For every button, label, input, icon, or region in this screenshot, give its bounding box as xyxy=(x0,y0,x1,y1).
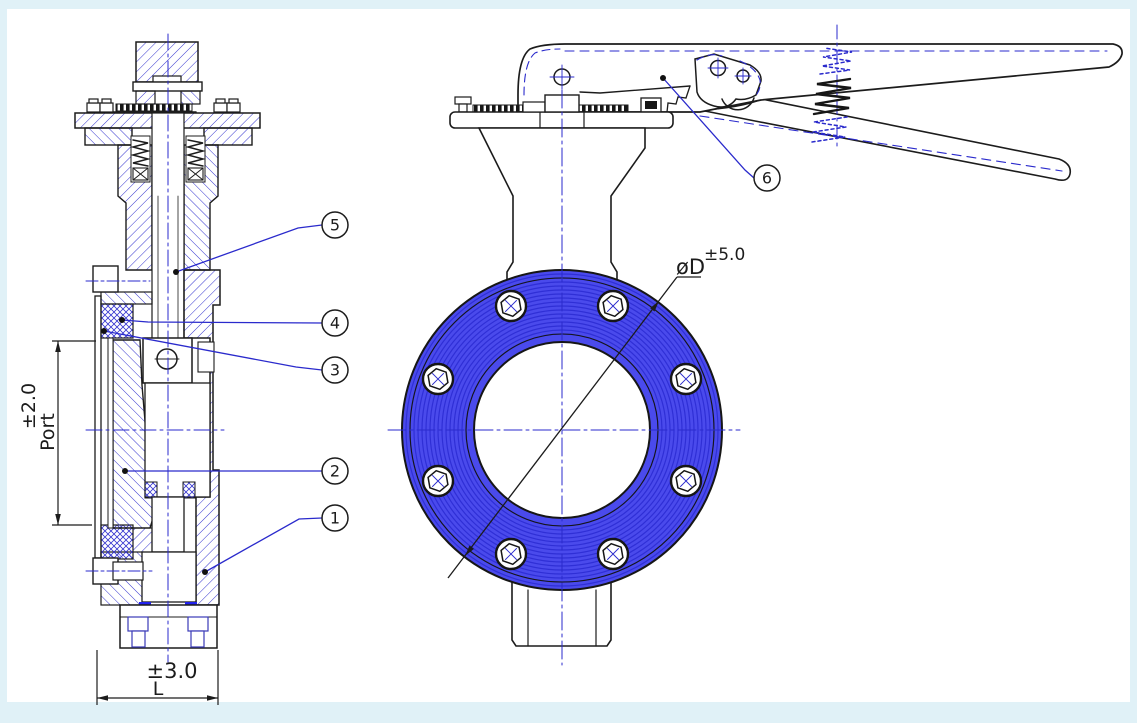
pawl-hook xyxy=(666,85,691,113)
dimension-port xyxy=(52,340,96,526)
callout-2-number: 2 xyxy=(330,462,340,481)
callout-6-number: 6 xyxy=(762,169,772,188)
callout-1-number: 1 xyxy=(330,509,340,528)
callout-3: 3 xyxy=(321,356,349,384)
callout-4-number: 4 xyxy=(330,314,340,333)
callout-6: 6 xyxy=(753,164,781,192)
callout-5-number: 5 xyxy=(330,216,340,235)
handle-spring xyxy=(811,24,853,151)
ratchet-teeth xyxy=(115,103,193,112)
stem-springs xyxy=(130,135,206,183)
handle-trigger xyxy=(699,98,1072,181)
callout-1: 1 xyxy=(321,504,349,532)
ratchet-end-bolts xyxy=(454,96,662,113)
lever-handle xyxy=(517,43,1123,113)
callout-dots xyxy=(101,75,666,575)
bottom-bolts xyxy=(127,616,209,648)
front-view xyxy=(387,24,1123,666)
port-label: Port xyxy=(37,413,59,451)
upper-lug xyxy=(92,265,119,293)
callout-5: 5 xyxy=(321,211,349,239)
length-tolerance-label: ±3.0 xyxy=(147,659,198,683)
flange-bolts-top xyxy=(86,98,241,113)
callout-4: 4 xyxy=(321,309,349,337)
callout-3-number: 3 xyxy=(330,361,340,380)
body-cavity xyxy=(144,382,211,498)
diameter-tolerance-label: ±5.0 xyxy=(704,245,745,265)
port-tolerance-label: ±2.0 xyxy=(18,383,40,429)
dimension-diameter xyxy=(447,276,701,579)
callout-leaders xyxy=(103,77,755,573)
body-flange-face xyxy=(94,295,102,559)
length-label: L xyxy=(153,678,164,700)
dimension-length xyxy=(96,650,219,705)
lower-seat xyxy=(100,524,134,560)
section-view xyxy=(74,33,261,663)
callout-2: 2 xyxy=(321,457,349,485)
diameter-symbol-label: øD xyxy=(676,255,705,279)
